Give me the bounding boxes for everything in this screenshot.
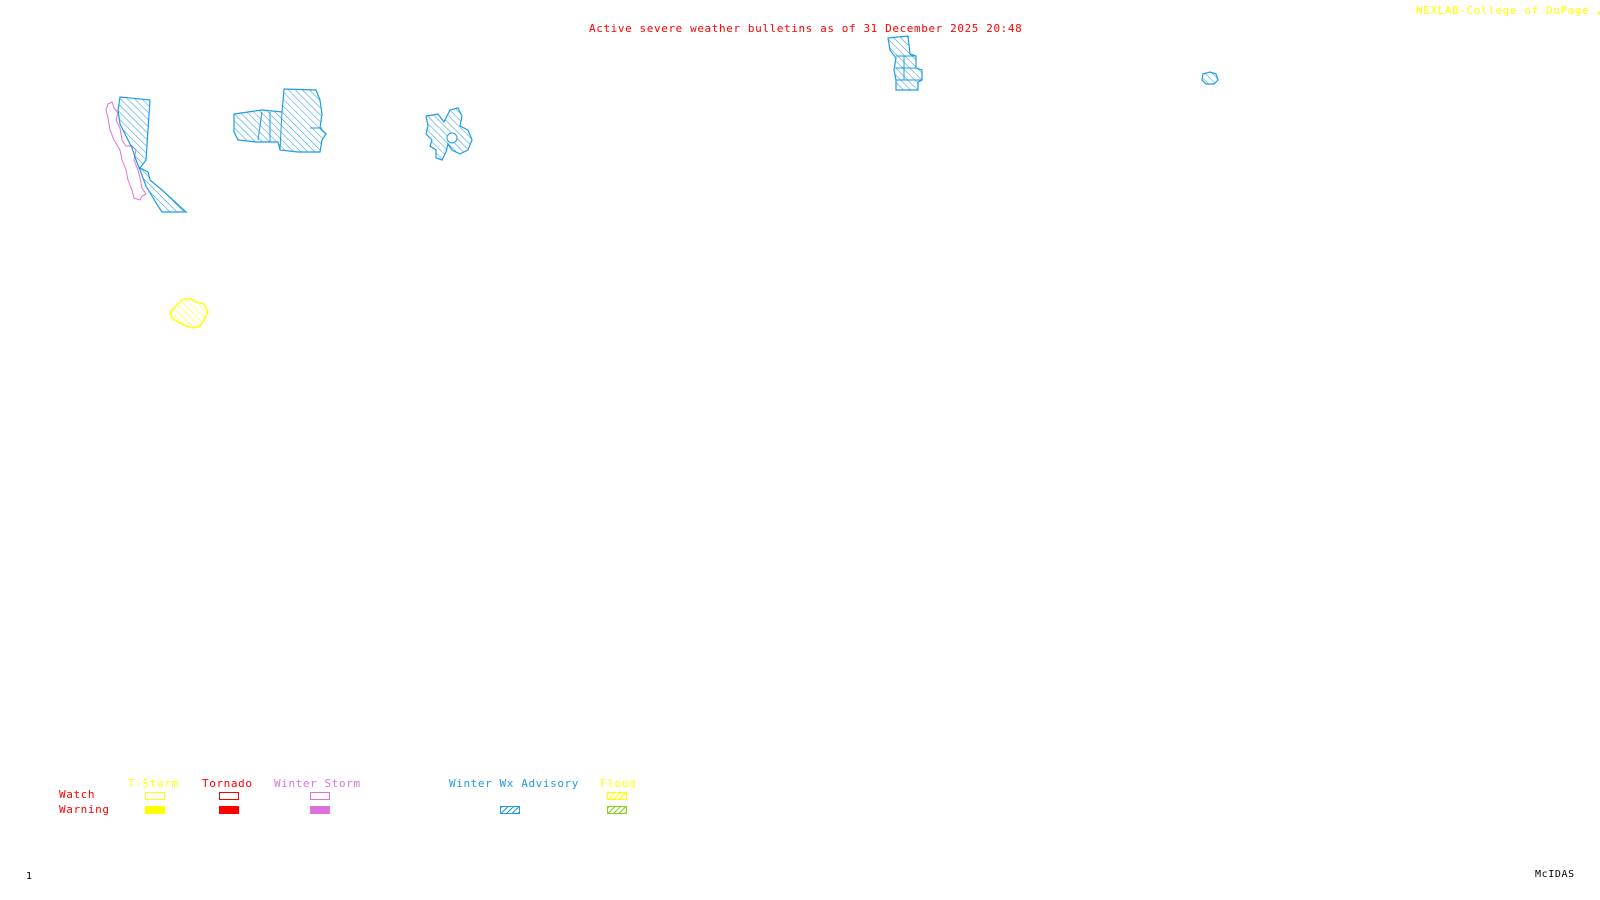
credit-label: NEXLAB-College of DuPage ◢	[1416, 5, 1600, 17]
frame-number: 1	[26, 871, 33, 882]
software-label: McIDAS	[1535, 869, 1575, 880]
winter-storm-watch-area	[105, 101, 147, 201]
swatch-tstorm-watch	[145, 792, 165, 800]
winter-advisory-area-northeast	[1201, 71, 1219, 85]
swatch-tornado-watch	[219, 792, 239, 800]
swatch-flood-warning	[607, 806, 627, 814]
winter-advisory-area-west-coast	[117, 96, 188, 213]
legend-header-tornado: Tornado	[202, 777, 253, 790]
winter-advisory-area-great-lakes	[887, 35, 923, 91]
nexlab-logo-icon: ◢	[1597, 4, 1600, 17]
credit-text: NEXLAB-College of DuPage	[1416, 4, 1590, 17]
swatch-winter-storm-watch	[310, 792, 330, 800]
swatch-flood-watch	[607, 792, 627, 800]
swatch-winter-storm-warning	[310, 806, 330, 814]
map-title: Active severe weather bulletins as of 31…	[589, 22, 1023, 35]
tstorm-flood-area-southwest	[169, 297, 209, 329]
legend-header-flood: Flood	[600, 777, 637, 790]
legend-header-tstorm: T-Storm	[128, 777, 179, 790]
swatch-winter-wx-advisory	[500, 806, 520, 814]
swatch-tornado-warning	[219, 806, 239, 814]
legend-row-warning: Warning	[59, 803, 110, 816]
winter-advisory-area-interior	[233, 88, 327, 153]
legend-header-winter-wx-advisory: Winter Wx Advisory	[449, 777, 580, 790]
swatch-tstorm-warning	[145, 806, 165, 814]
legend-header-winter-storm: Winter Storm	[274, 777, 361, 790]
legend-row-watch: Watch	[59, 788, 96, 801]
